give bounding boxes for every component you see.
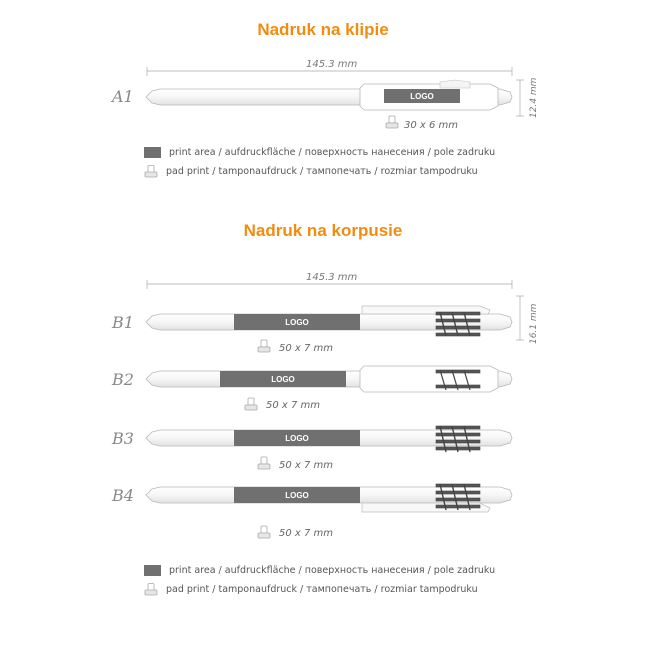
print-size-a1: 30 x 6 mm: [404, 120, 459, 131]
height-dimension-1: [516, 79, 524, 117]
logo-text-b3: LOGO: [285, 434, 309, 443]
print-area-a1: [384, 89, 460, 103]
legend-print-area-text: print area / aufdruckfläche / поверхност…: [169, 147, 496, 158]
pad-stamp-icon: [385, 115, 399, 129]
print-area-swatch: [144, 565, 161, 576]
length-label-1: 145.3 mm: [306, 59, 358, 70]
row-label-b2: B2: [112, 370, 134, 389]
legend-pad-print-1: pad print / tamponaufdruck / тампопечать…: [144, 165, 478, 178]
print-area-b2: [220, 371, 346, 387]
pad-stamp-icon: [144, 165, 158, 178]
print-area-swatch: [144, 147, 161, 158]
height-dimension-2: [516, 295, 524, 341]
pen-b1: LOGO: [145, 305, 513, 337]
logo-text-b4: LOGO: [285, 491, 309, 500]
pen-b2: LOGO: [145, 365, 513, 393]
pad-stamp-icon: [257, 339, 271, 353]
row-label-b1: B1: [112, 313, 134, 332]
pad-stamp-icon: [257, 456, 271, 470]
legend-pad-print-2: pad print / tamponaufdruck / тампопечать…: [144, 583, 478, 596]
legend-print-area-2: print area / aufdruckfläche / поверхност…: [144, 565, 495, 576]
logo-text-b1: LOGO: [285, 318, 309, 327]
row-label-a1: A1: [112, 87, 134, 106]
print-area-b3: [234, 430, 360, 446]
row-label-b3: B3: [112, 429, 134, 448]
row-label-b4: B4: [112, 486, 134, 505]
pen-b3: LOGO: [145, 425, 513, 453]
height-label-2: 16.1 mm: [529, 303, 539, 344]
pad-stamp-icon: [257, 525, 271, 539]
length-dimension-2: [146, 280, 513, 289]
length-label-2: 145.3 mm: [306, 272, 358, 283]
print-area-b1: [234, 314, 360, 330]
section-title-body: Nadruk na korpusie: [243, 221, 403, 240]
print-area-b4: [234, 487, 360, 503]
height-label-1: 12.4 mm: [529, 77, 539, 118]
print-size-b3: 50 x 7 mm: [279, 460, 334, 471]
pad-stamp-icon: [144, 583, 158, 596]
legend-pad-print-text: pad print / tamponaufdruck / тампопечать…: [166, 166, 478, 177]
print-size-b4: 50 x 7 mm: [279, 528, 334, 539]
logo-text-a1: LOGO: [410, 92, 434, 101]
pad-stamp-icon: [244, 397, 258, 411]
length-dimension-1: [146, 67, 513, 76]
legend-print-area-text: print area / aufdruckfläche / поверхност…: [169, 565, 496, 576]
print-size-b2: 50 x 7 mm: [266, 400, 321, 411]
section-title-clip: Nadruk na klipie: [257, 20, 389, 39]
pen-a1: LOGO: [145, 79, 513, 111]
pen-b4: LOGO: [145, 483, 513, 513]
logo-text-b2: LOGO: [271, 375, 295, 384]
print-size-b1: 50 x 7 mm: [279, 343, 334, 354]
legend-pad-print-text: pad print / tamponaufdruck / тампопечать…: [166, 584, 478, 595]
legend-print-area-1: print area / aufdruckfläche / поверхност…: [144, 147, 495, 158]
